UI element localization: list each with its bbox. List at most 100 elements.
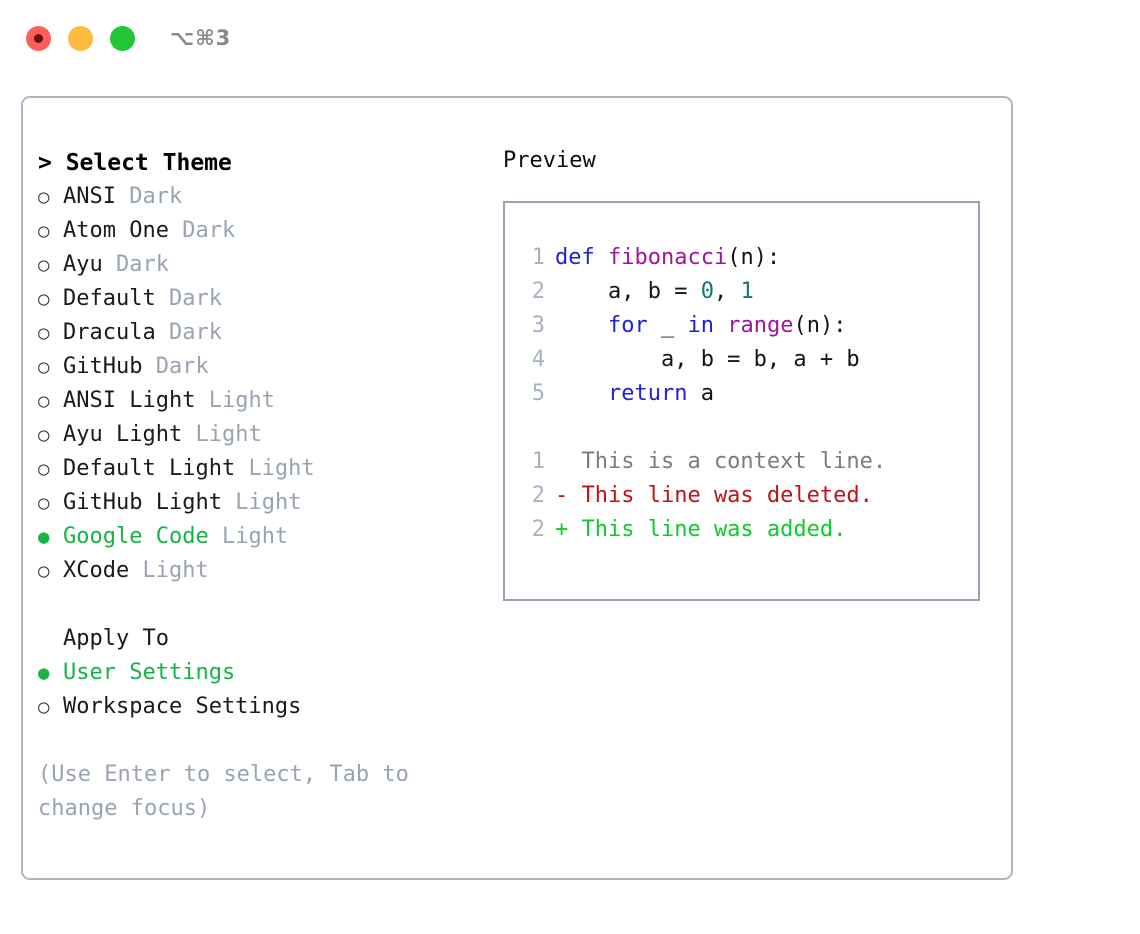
radio-empty-icon	[38, 316, 63, 350]
theme-list-item[interactable]: Ayu Dark	[38, 248, 468, 282]
theme-item-gap	[116, 184, 129, 209]
apply-to-options: User SettingsWorkspace Settings	[38, 656, 468, 724]
theme-item-kind: Dark	[168, 320, 222, 345]
code-token-fn: range	[727, 313, 794, 338]
theme-list-item[interactable]: ANSI Light Light	[38, 384, 468, 418]
radio-empty-icon	[38, 180, 63, 214]
theme-list-item[interactable]: Default Dark	[38, 282, 468, 316]
theme-list-item[interactable]: Ayu Light Light	[38, 418, 468, 452]
code-diff-gap	[519, 411, 978, 445]
theme-list-item[interactable]: XCode Light	[38, 554, 468, 588]
hint-line-1: (Use Enter to select, Tab to	[38, 762, 409, 787]
diff-line-text: + This line was added.	[555, 517, 847, 542]
diff-line-number: 2	[531, 483, 545, 508]
apply-to-option[interactable]: Workspace Settings	[38, 690, 468, 724]
code-token-plain: a, b =	[555, 279, 701, 304]
theme-item-name: Default	[63, 286, 156, 311]
theme-item-kind: Dark	[129, 184, 183, 209]
preview-label: Preview	[503, 148, 596, 173]
code-token-kw: def	[555, 245, 608, 270]
hint-line-2: change focus)	[38, 796, 211, 821]
theme-item-kind: Light	[142, 558, 209, 583]
theme-item-kind: Dark	[182, 218, 236, 243]
apply-to-title: Apply To	[38, 622, 468, 656]
close-button[interactable]	[26, 26, 51, 51]
theme-item-name: GitHub	[63, 354, 143, 379]
theme-item-gap	[169, 218, 182, 243]
code-token-plain	[714, 313, 727, 338]
apply-to-option[interactable]: User Settings	[38, 656, 468, 690]
theme-list-item[interactable]: Default Light Light	[38, 452, 468, 486]
radio-empty-icon	[38, 384, 63, 418]
theme-item-gap	[156, 320, 169, 345]
radio-empty-icon	[38, 350, 63, 384]
code-token-plain: a	[687, 381, 714, 406]
apply-to-option-label: User Settings	[63, 660, 236, 685]
apply-to-option-label: Workspace Settings	[63, 694, 302, 719]
radio-empty-icon	[38, 486, 63, 520]
theme-item-name: GitHub Light	[63, 490, 222, 515]
theme-item-name: Google Code	[63, 524, 209, 549]
radio-empty-icon	[38, 452, 63, 486]
theme-list-item[interactable]: ANSI Dark	[38, 180, 468, 214]
traffic-light-buttons	[26, 26, 135, 51]
theme-list-item[interactable]: Dracula Dark	[38, 316, 468, 350]
theme-item-kind: Light	[248, 456, 315, 481]
code-line: 2 a, b = 0, 1	[519, 275, 978, 309]
theme-item-name: Default Light	[63, 456, 236, 481]
code-token-kw: in	[687, 313, 714, 338]
radio-empty-icon	[38, 248, 63, 282]
radio-empty-icon	[38, 554, 63, 588]
diff-line-ctx: 1 This is a context line.	[519, 445, 978, 479]
theme-item-gap	[129, 558, 142, 583]
code-line: 3 for _ in range(n):	[519, 309, 978, 343]
theme-item-name: Dracula	[63, 320, 156, 345]
theme-item-kind: Light	[195, 422, 262, 447]
window-shortcut-label: ⌥⌘3	[170, 26, 232, 50]
theme-item-gap	[182, 422, 195, 447]
theme-list-item[interactable]: GitHub Light Light	[38, 486, 468, 520]
theme-list: ANSI DarkAtom One DarkAyu DarkDefault Da…	[38, 180, 468, 588]
apply-to-title-label: Apply To	[63, 626, 169, 651]
code-token-fn: fibonacci	[607, 245, 728, 270]
radio-empty-icon	[38, 418, 63, 452]
theme-list-item[interactable]: Google Code Light	[38, 520, 468, 554]
theme-item-gap	[195, 388, 208, 413]
theme-item-kind: Dark	[155, 354, 209, 379]
theme-item-kind: Dark	[116, 252, 169, 277]
code-token-plain: (n):	[793, 313, 847, 338]
main-panel: > Select Theme ANSI DarkAtom One DarkAyu…	[21, 96, 1013, 880]
code-token-plain: a, b = b, a + b	[555, 347, 860, 372]
maximize-button[interactable]	[110, 26, 135, 51]
diff-line-add: 2+ This line was added.	[519, 513, 978, 547]
diff-line-text: - This line was deleted.	[555, 483, 873, 508]
code-line-number: 4	[531, 347, 545, 372]
code-line-number: 3	[531, 313, 545, 338]
radio-empty-icon	[38, 214, 63, 248]
code-line: 5 return a	[519, 377, 978, 411]
theme-picker-column: > Select Theme ANSI DarkAtom One DarkAyu…	[38, 146, 468, 826]
diff-line-number: 1	[531, 449, 545, 474]
code-line-number: 2	[531, 279, 545, 304]
radio-selected-icon	[38, 520, 63, 554]
code-line-number: 1	[531, 245, 545, 270]
theme-item-kind: Dark	[168, 286, 222, 311]
theme-list-item[interactable]: GitHub Dark	[38, 350, 468, 384]
diff-line-text: This is a context line.	[555, 449, 887, 474]
code-token-plain: ,	[713, 279, 741, 304]
code-token-plain: _	[647, 313, 688, 338]
minimize-button[interactable]	[68, 26, 93, 51]
radio-selected-icon	[38, 656, 63, 690]
theme-item-kind: Light	[208, 388, 275, 413]
theme-list-item[interactable]: Atom One Dark	[38, 214, 468, 248]
code-line: 4 a, b = b, a + b	[519, 343, 978, 377]
code-token-kw: for	[607, 313, 648, 338]
theme-item-name: XCode	[63, 558, 130, 583]
theme-item-name: ANSI Light	[63, 388, 196, 413]
title-bar: ⌥⌘3	[0, 0, 1140, 78]
apply-to-title-indent	[38, 622, 63, 656]
